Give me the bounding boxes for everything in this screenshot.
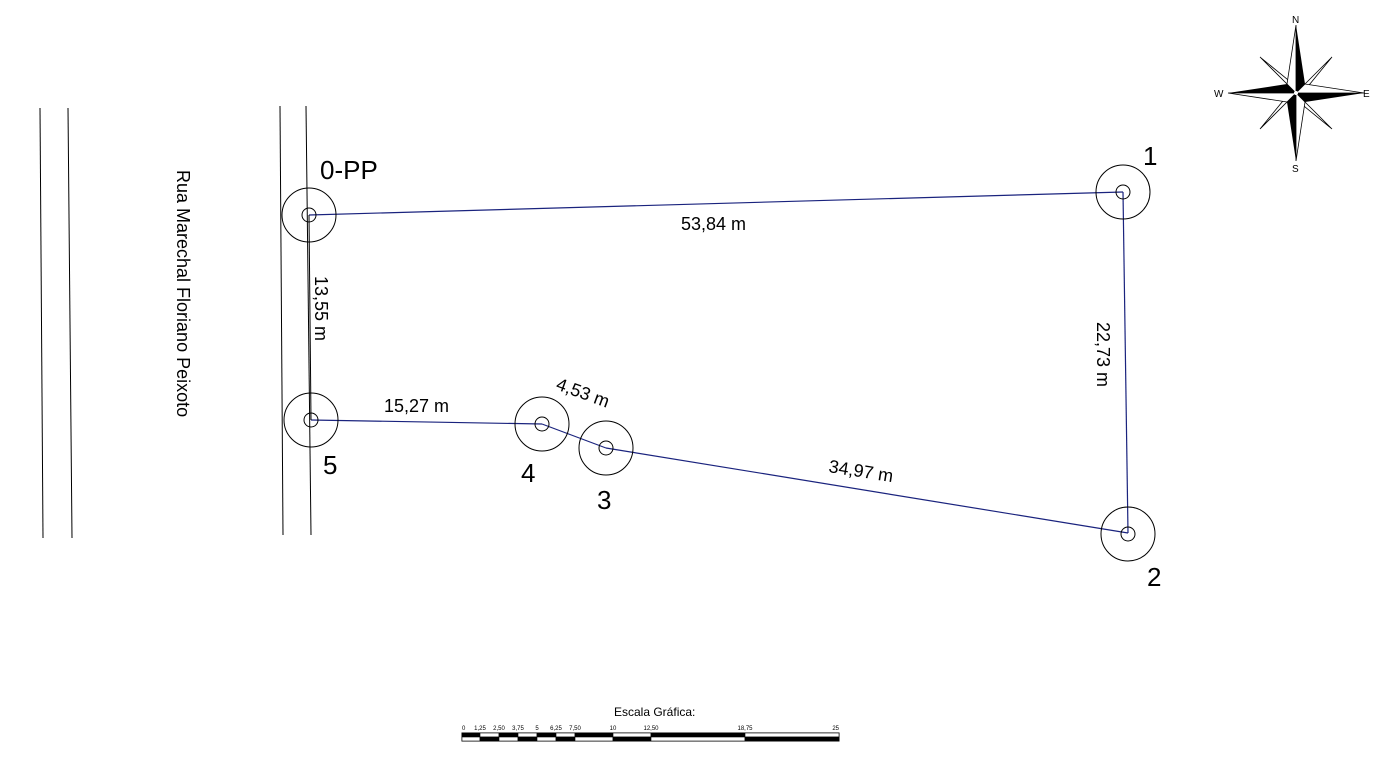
segment-2-3 (605, 447, 1129, 534)
scale-segment-top (536, 732, 557, 738)
scale-segment-bottom (574, 736, 614, 742)
scale-segment-top (517, 732, 538, 738)
street-lines (39, 105, 284, 539)
vertex-1-marker (1095, 164, 1151, 220)
scale-segment-top (479, 732, 500, 738)
scale-segment-bottom (479, 736, 500, 742)
scale-segment-bottom (536, 736, 557, 742)
scale-segment-top (612, 732, 652, 738)
scale-tick-label: 7,50 (569, 726, 581, 732)
scale-segment-top (650, 732, 746, 738)
street-line-right-lower (305, 105, 312, 536)
scale-tick-label: 6,25 (550, 726, 562, 732)
scale-tick-labels: 0 1,25 2,50 3,75 5 6,25 7,50 10 12,50 18,75 25 (462, 726, 840, 732)
scale-segment-top (574, 732, 614, 738)
street-line-outer-left (39, 107, 44, 539)
vertex-0pp-label: 0-PP (320, 155, 378, 185)
scale-segments (461, 732, 840, 742)
vertex-markers (281, 164, 1156, 562)
segment-0pp-1 (308, 191, 1124, 216)
scale-segment-bottom (744, 736, 840, 742)
street-line-inner-left (67, 107, 73, 539)
vertex-2-label: 2 (1147, 562, 1161, 592)
scale-segment-top (555, 732, 576, 738)
vertex-5-marker (283, 392, 339, 448)
street-name-label: Rua Marechal Floriano Peixoto (173, 170, 193, 417)
segment-1-2 (1122, 191, 1129, 534)
scale-tick-label: 3,75 (512, 726, 524, 732)
scale-segment-bottom (461, 736, 481, 742)
vertex-2-marker (1100, 506, 1156, 562)
scale-segment-bottom (517, 736, 538, 742)
scale-tick-label: 1,25 (474, 726, 486, 732)
distance-4-5: 15,27 m (384, 396, 449, 416)
street-line-inner-right (279, 105, 284, 536)
scale-segment-top (744, 732, 840, 738)
scale-segment-top (498, 732, 519, 738)
distance-0pp-1: 53,84 m (681, 214, 746, 234)
vertex-4-label: 4 (521, 458, 535, 488)
segment-4-5 (310, 419, 543, 425)
vertex-1-label: 1 (1143, 141, 1157, 171)
segment-5-0pp (308, 214, 312, 421)
vertex-4-marker (514, 396, 570, 452)
compass-east-label: E (1363, 89, 1370, 100)
scale-segment-bottom (650, 736, 746, 742)
scale-segment-bottom (498, 736, 519, 742)
scale-segment-bottom (612, 736, 652, 742)
scale-title: Escala Gráfica: (614, 705, 695, 719)
scale-tick-label: 25 (832, 726, 839, 732)
graphic-scale: Escala Gráfica: 0 1,25 2,50 3,75 5 6,25 7,50 10… (461, 705, 840, 742)
distance-1-2: 22,73 m (1093, 322, 1113, 387)
vertex-3-label: 3 (597, 485, 611, 515)
scale-tick-label: 10 (610, 726, 617, 732)
scale-tick-label: 12,50 (643, 726, 659, 732)
scale-tick-label: 18,75 (737, 726, 753, 732)
scale-segment-bottom (555, 736, 576, 742)
compass-south-label: S (1292, 164, 1299, 175)
distance-2-3: 34,97 m (827, 456, 894, 486)
segment-3-4 (541, 423, 607, 449)
vertex-0pp-marker (281, 187, 337, 243)
vertex-5-label: 5 (323, 450, 337, 480)
compass-north-label: N (1292, 15, 1299, 26)
scale-tick-label: 5 (535, 726, 539, 732)
scale-segment-top (461, 732, 481, 738)
compass-west-label: W (1214, 89, 1224, 100)
compass-rose-icon (1227, 24, 1365, 162)
property-boundary (308, 191, 1129, 534)
distance-5-0pp: 13,55 m (311, 276, 331, 341)
scale-tick-label: 2,50 (493, 726, 505, 732)
scale-tick-label: 0 (462, 726, 466, 732)
vertex-3-marker (578, 420, 634, 476)
